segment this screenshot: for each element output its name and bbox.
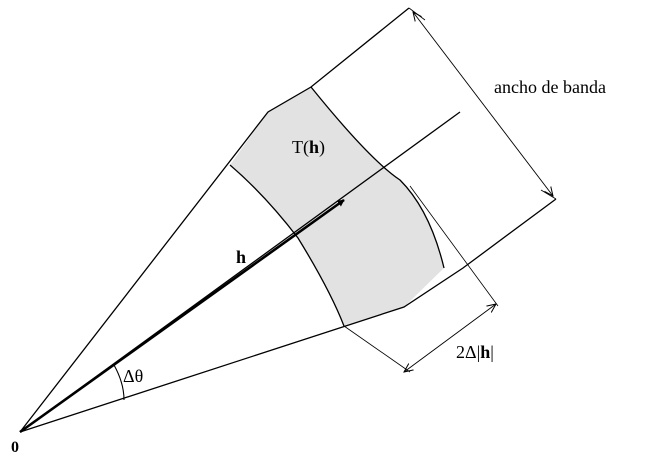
bandwidth-extension-top <box>408 7 426 21</box>
bandwidth-dimension <box>413 12 553 196</box>
angle-arc <box>113 364 125 401</box>
envelope-upper-edge <box>19 7 410 433</box>
band-inner-arc <box>229 164 345 327</box>
tolerance-region-label: T(h) <box>292 137 325 158</box>
lag-vector-label: h <box>236 247 246 267</box>
bandwidth-label: ancho de banda <box>494 77 606 97</box>
origin-label: 0 <box>11 439 19 456</box>
lag-vector-h <box>19 198 345 434</box>
lag-tolerance-extension-right <box>409 185 499 307</box>
band-outer-arc <box>310 86 445 269</box>
envelope-lower-edge <box>19 198 557 433</box>
lag-tolerance-dimension <box>404 304 496 372</box>
lag-tolerance-extension-left <box>343 325 411 373</box>
bandwidth-extension-bottom <box>540 189 557 200</box>
angle-label: Δθ <box>123 366 143 386</box>
lag-tolerance-label: 2Δ|h| <box>456 342 494 362</box>
